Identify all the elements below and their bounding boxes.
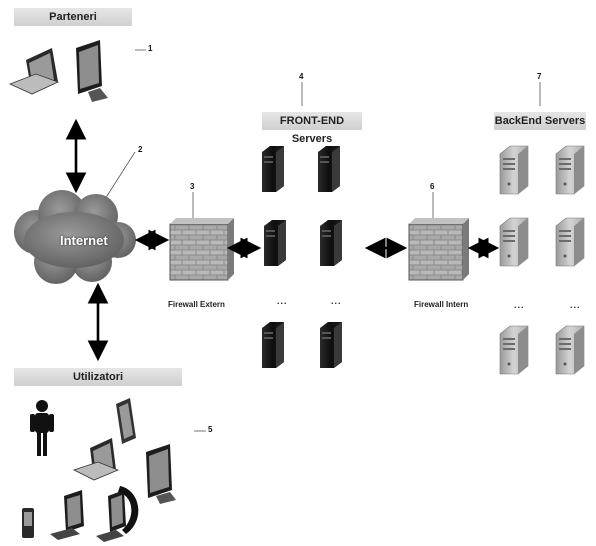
backend-server-group — [499, 145, 585, 375]
users-banner: Utilizatori — [14, 368, 182, 386]
connection-arrows — [65, 118, 500, 362]
tablet-icon — [116, 398, 136, 444]
firewall-extern-label: Firewall Extern — [168, 300, 225, 309]
monitor-icon — [96, 486, 139, 542]
backend-ellipsis: ... — [514, 300, 525, 310]
callout-1: 1 — [148, 44, 153, 53]
monitor-icon — [76, 40, 108, 102]
desktop-computer-icon — [50, 490, 84, 540]
callout-4: 4 — [299, 72, 304, 81]
laptop-icon — [72, 438, 120, 481]
frontend-ellipsis: ... — [331, 296, 342, 306]
monitor-icon — [146, 444, 176, 504]
backend-banner: BackEnd Servers — [494, 112, 586, 130]
phone-icon — [22, 508, 34, 538]
frontend-ellipsis: ... — [277, 296, 288, 306]
internet-cloud-icon — [14, 190, 136, 284]
firewall-intern-label: Firewall Intern — [414, 300, 469, 309]
callout-3: 3 — [190, 182, 195, 191]
internet-label: Internet — [60, 233, 108, 248]
callout-2: 2 — [138, 145, 143, 154]
partners-banner: Parteneri — [14, 8, 132, 26]
person-icon — [30, 400, 54, 456]
frontend-server-group — [262, 146, 342, 368]
backend-ellipsis: ... — [570, 300, 581, 310]
firewall-intern-icon — [408, 218, 469, 281]
firewall-extern-icon — [169, 218, 234, 281]
frontend-banner: FRONT-END Servers — [262, 112, 362, 145]
callout-7: 7 — [537, 72, 542, 81]
callout-6: 6 — [430, 182, 435, 191]
callout-5: 5 — [208, 425, 213, 434]
laptop-icon — [8, 48, 60, 95]
